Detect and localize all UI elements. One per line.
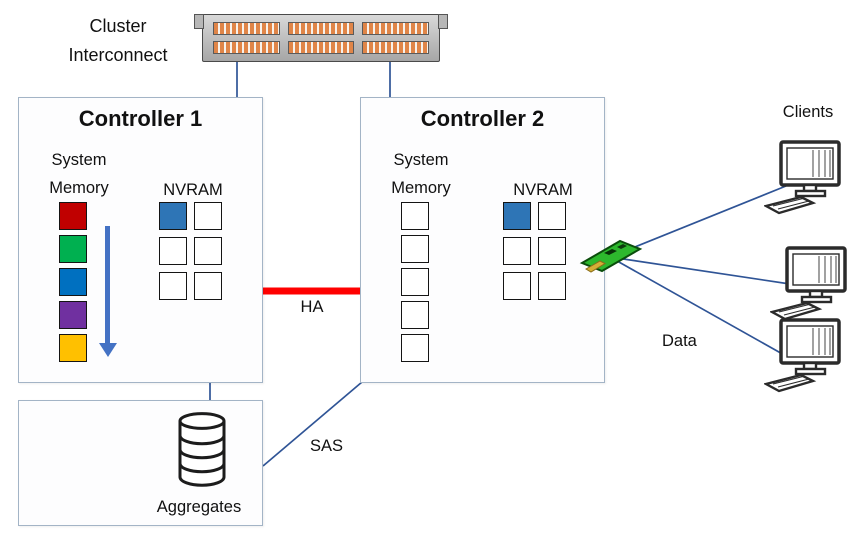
down-arrow-icon — [98, 226, 117, 357]
controller-1-box: Controller 1 System Memory NVRAM — [18, 97, 263, 383]
cluster-interconnect-label: Cluster Interconnect — [68, 16, 168, 65]
switch-port-group — [362, 41, 430, 55]
memory-cell — [59, 202, 87, 230]
nvram-cell — [194, 272, 222, 300]
network-switch-icon — [194, 14, 448, 62]
memory-cell — [59, 301, 87, 329]
clients-label: Clients — [782, 103, 834, 121]
memory-cell — [401, 334, 429, 362]
memory-cell — [59, 334, 87, 362]
memory-cell — [401, 301, 429, 329]
nvram-cell — [538, 272, 566, 300]
nvram-cell — [194, 202, 222, 230]
nic-to-client2-line — [609, 256, 791, 285]
network-adapter-icon — [579, 239, 643, 273]
system-memory-label: System Memory — [391, 151, 451, 198]
database-icon — [178, 412, 226, 487]
system-memory-column — [59, 202, 87, 362]
aggregates-box: Aggregates — [18, 400, 263, 526]
nvram-cell — [503, 272, 531, 300]
ha-label: HA — [300, 298, 324, 316]
nvram-cell — [538, 237, 566, 265]
switch-port-group — [213, 41, 280, 55]
nvram-cell — [503, 237, 531, 265]
desktop-computer-icon — [764, 318, 844, 396]
switch-port-row — [213, 21, 430, 35]
nvram-grid — [503, 202, 566, 300]
switch-port-group — [213, 21, 280, 35]
controller2-to-aggregates-sas-line — [262, 381, 363, 467]
nvram-cell — [194, 237, 222, 265]
system-memory-column — [401, 202, 429, 362]
nvram-label: NVRAM — [513, 181, 573, 199]
nvram-label: NVRAM — [163, 181, 223, 199]
system-memory-label: System Memory — [49, 151, 109, 198]
desktop-computer-icon — [764, 140, 844, 218]
nvram-cell — [159, 272, 187, 300]
controller-1-title: Controller 1 — [78, 106, 203, 131]
nvram-cell — [159, 202, 187, 230]
controller-2-title: Controller 2 — [420, 106, 545, 131]
memory-cell — [401, 202, 429, 230]
nvram-cell — [503, 202, 531, 230]
memory-cell — [59, 235, 87, 263]
nvram-cell — [159, 237, 187, 265]
nic-to-client1-line — [609, 185, 787, 258]
nic-to-client3-line — [609, 256, 787, 357]
sas-label: SAS — [310, 437, 344, 455]
switch-port-row — [213, 41, 430, 55]
switch-port-group — [362, 21, 430, 35]
controller-2-box: Controller 2 System Memory NVRAM — [360, 97, 605, 383]
aggregates-label: Aggregates — [156, 498, 242, 516]
nvram-cell — [538, 202, 566, 230]
data-label: Data — [662, 332, 697, 350]
desktop-computer-icon — [770, 246, 850, 324]
memory-cell — [401, 235, 429, 263]
nvram-grid — [159, 202, 222, 300]
memory-cell — [59, 268, 87, 296]
switch-port-group — [287, 21, 355, 35]
switch-port-group — [287, 41, 355, 55]
memory-cell — [401, 268, 429, 296]
